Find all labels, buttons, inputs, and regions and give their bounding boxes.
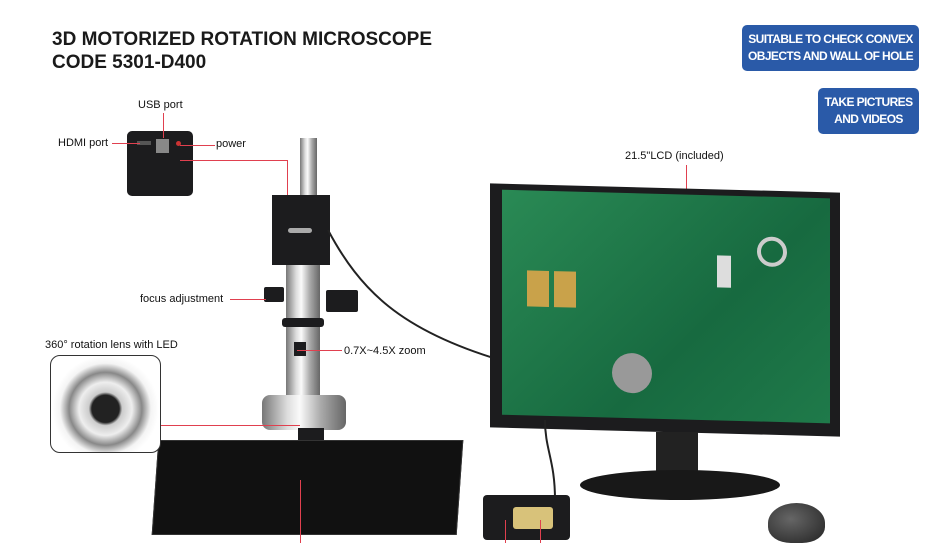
rotation-lens bbox=[262, 395, 346, 430]
usb-port-icon bbox=[156, 139, 169, 153]
usb-port-label: USB port bbox=[138, 99, 183, 111]
control-box-callout-line bbox=[505, 520, 506, 543]
power-callout-line bbox=[180, 145, 215, 146]
monitor-stand bbox=[656, 432, 698, 477]
pcb-capacitor bbox=[527, 270, 549, 307]
zoom-tube bbox=[286, 265, 320, 400]
zoom-label: 0.7X~4.5X zoom bbox=[344, 345, 426, 357]
microscope-pole bbox=[300, 138, 317, 200]
camera-port-panel bbox=[127, 131, 193, 196]
hdmi-port-label: HDMI port bbox=[58, 137, 109, 149]
pcb-mounting-hole bbox=[757, 236, 787, 268]
control-cable bbox=[544, 420, 556, 500]
focus-block bbox=[326, 290, 358, 312]
control-box-callout-line bbox=[540, 520, 541, 543]
monitor-screen-pcb-image bbox=[502, 189, 830, 424]
base-callout-line bbox=[300, 480, 301, 543]
control-buttons bbox=[513, 507, 553, 529]
zoom-callout-line bbox=[297, 350, 342, 351]
focus-callout-line bbox=[230, 299, 266, 300]
usb-callout-line bbox=[163, 113, 164, 138]
monitor-base bbox=[580, 470, 780, 500]
camera-cable bbox=[327, 230, 501, 361]
page-title: 3D MOTORIZED ROTATION MICROSCOPE CODE 53… bbox=[52, 29, 433, 73]
focus-knob bbox=[264, 287, 284, 302]
tube-collar bbox=[282, 318, 324, 327]
focus-label: focus adjustment bbox=[140, 293, 224, 305]
lcd-monitor bbox=[490, 183, 840, 437]
hdmi-callout-line bbox=[112, 143, 140, 144]
rotation-label: 360° rotation lens with LED bbox=[45, 339, 178, 351]
pcb-resistor bbox=[717, 255, 731, 288]
panel-to-camera-line bbox=[180, 160, 287, 161]
rotation-lens-inset bbox=[50, 355, 161, 453]
pcb-capacitor bbox=[554, 271, 576, 308]
panel-to-camera-line bbox=[287, 160, 288, 196]
power-label: power bbox=[216, 138, 246, 150]
zoom-knob bbox=[294, 342, 306, 356]
lcd-label: 21.5"LCD (included) bbox=[625, 150, 724, 162]
lcd-callout-line bbox=[686, 165, 687, 193]
microscope-camera bbox=[272, 195, 330, 265]
microscope-base bbox=[151, 440, 464, 535]
camera-logo bbox=[288, 228, 312, 233]
power-jack-icon bbox=[176, 141, 181, 146]
rotation-callout-line bbox=[160, 425, 300, 426]
control-box bbox=[483, 495, 570, 540]
hdmi-port-icon bbox=[137, 141, 151, 145]
mouse bbox=[768, 503, 825, 543]
pcb-coin-battery bbox=[612, 352, 652, 394]
